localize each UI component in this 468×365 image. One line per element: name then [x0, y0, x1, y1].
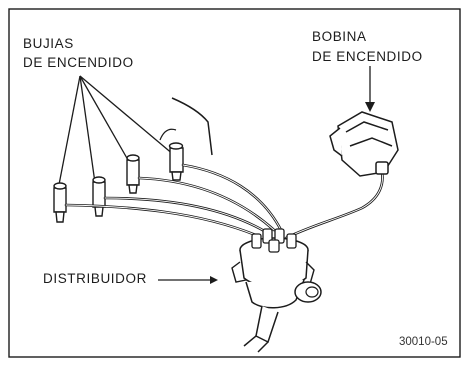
coil-label-line1: BOBINA: [312, 29, 367, 44]
spark-plug-leaders: [56, 75, 175, 196]
spark-plug-4: [168, 142, 184, 181]
distributor-arrowhead: [210, 276, 218, 284]
ignition-wires: [64, 163, 384, 240]
spark-plug-1: [53, 182, 67, 223]
spark-plug-3: [126, 154, 140, 194]
spark-plug-2: [92, 176, 106, 217]
engine-outline: [171, 97, 213, 156]
leader-plug-4: [79, 75, 175, 156]
wire-plug-4: [181, 163, 284, 234]
leader-plug-1: [56, 75, 81, 196]
wire-plug-3: [137, 176, 276, 232]
spark-plug-boots: [53, 142, 184, 223]
wire-coil: [284, 170, 384, 240]
leader-plug-3: [79, 75, 133, 168]
spark-plugs-label-line1: BUJIAS: [23, 36, 74, 51]
distributor: [231, 228, 322, 353]
spark-plugs-label-line2: DE ENCENDIDO: [23, 55, 134, 70]
leader-plug-2: [79, 75, 97, 191]
distributor-label: DISTRIBUIDOR: [43, 271, 147, 286]
coil-arrowhead: [365, 102, 375, 112]
figure-code: 30010-05: [399, 336, 448, 348]
ignition-coil: [329, 111, 399, 177]
coil-label-line2: DE ENCENDIDO: [312, 49, 423, 64]
figure-border: [8, 8, 461, 358]
engine-outline-detail: [159, 128, 177, 141]
